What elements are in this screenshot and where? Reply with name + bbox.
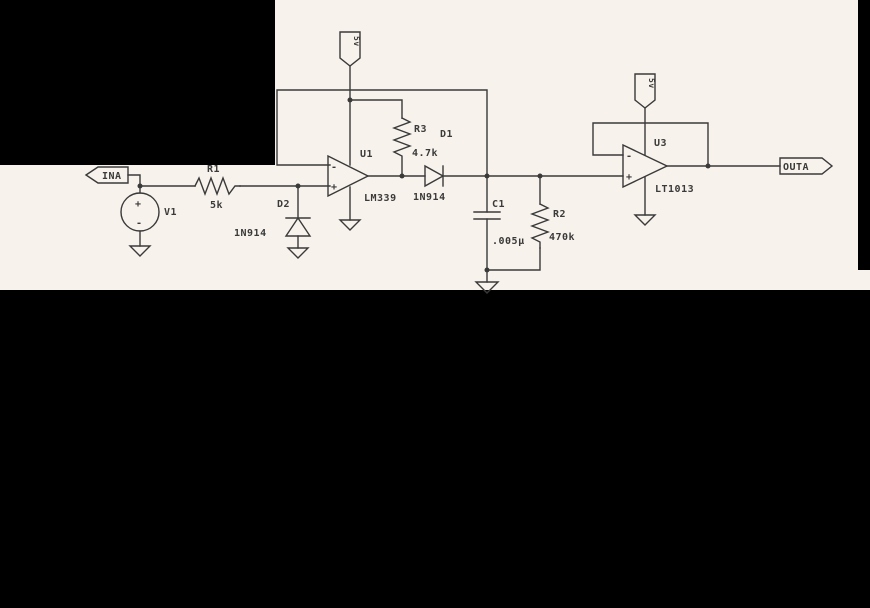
wire-node (486, 175, 624, 283)
supply-flag-u1 (339, 31, 361, 67)
output-port-outa[interactable] (779, 157, 834, 175)
ground-symbol (474, 281, 500, 294)
port-label-outa: OUTA (783, 162, 809, 173)
supply-flag-u3 (634, 73, 656, 109)
ground-symbol (338, 219, 362, 231)
source-polarity-sign: + (135, 199, 142, 210)
opamp-u1 (327, 99, 370, 221)
supply-label-u1: 5v (352, 36, 361, 47)
opamp-u1-ref: U1 (360, 149, 373, 160)
resistor-r3-ref: R3 (414, 124, 427, 135)
resistor-r1-ref: R1 (207, 164, 220, 175)
resistor-r3-value: 4.7k (412, 148, 438, 159)
resistor-r2-ref: R2 (553, 209, 566, 220)
paper-background (0, 0, 870, 290)
ground-symbol (128, 245, 152, 257)
port-label-ina: INA (102, 171, 122, 182)
opamp-u3-part: LT1013 (655, 184, 694, 195)
junction-dots (137, 97, 711, 273)
ground-symbol (286, 247, 310, 259)
ground-symbol (633, 214, 657, 226)
resistor-r2-value: 470k (549, 232, 575, 243)
supply-label-u3: 5v (647, 78, 656, 89)
opamp-u3-ref: U3 (654, 138, 667, 149)
resistor-r3 (392, 117, 412, 177)
resistor-r1 (194, 176, 241, 196)
wire-buffer-feedback (592, 122, 781, 167)
diode-d1-part: 1N914 (413, 192, 446, 203)
capacitor-c1-ref: C1 (492, 199, 505, 210)
source-polarity-sign: - (136, 218, 143, 229)
resistor-r1-value: 5k (210, 200, 223, 211)
diode-d2-ref: D2 (277, 199, 290, 210)
diode-d1-ref: D1 (440, 129, 453, 140)
resistor-r2 (530, 203, 550, 249)
diode-d2 (284, 216, 312, 249)
opamp-u1-minus-pin: - (331, 162, 338, 173)
voltage-source-v1 (120, 192, 160, 247)
wire-feedback (276, 89, 488, 178)
capacitor-c1-value: .005µ (492, 236, 525, 247)
opamp-u1-plus-pin: + (331, 182, 338, 193)
opamp-u3-plus-pin: + (626, 172, 633, 183)
opamp-u3-minus-pin: - (626, 151, 633, 162)
source-label-v1: V1 (164, 207, 177, 218)
diode-d1 (424, 164, 488, 188)
opamp-u3 (622, 107, 669, 216)
capacitor-c1 (473, 211, 501, 220)
wire-supply (349, 65, 403, 119)
diode-d2-part: 1N914 (234, 228, 267, 239)
opamp-u1-part: LM339 (364, 193, 397, 204)
wire-r1-to-u1 (239, 185, 331, 219)
